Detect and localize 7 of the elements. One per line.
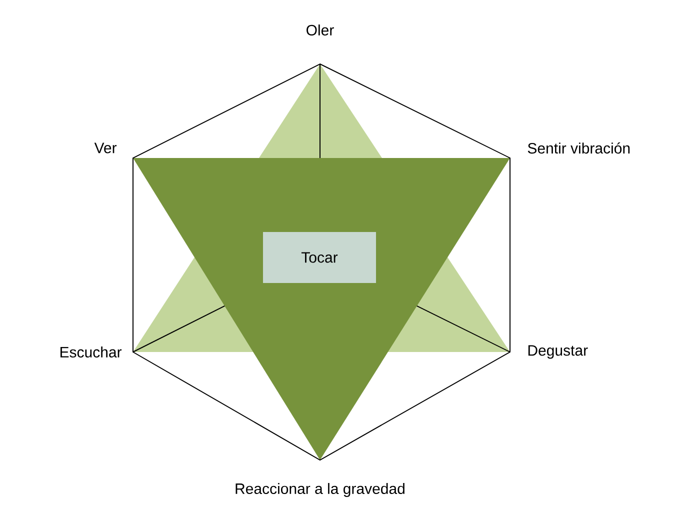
vertex-label: Ver [94,142,117,154]
vertex-label: Degustar [528,345,588,359]
vertex-label: Reaccionar a la gravedad [236,483,404,497]
vertex-label: Escuchar [60,346,122,358]
vertex-label: Sentir vibración [528,142,630,154]
label-box: Tocar [263,232,376,283]
vertex-label: Oler [306,24,334,36]
